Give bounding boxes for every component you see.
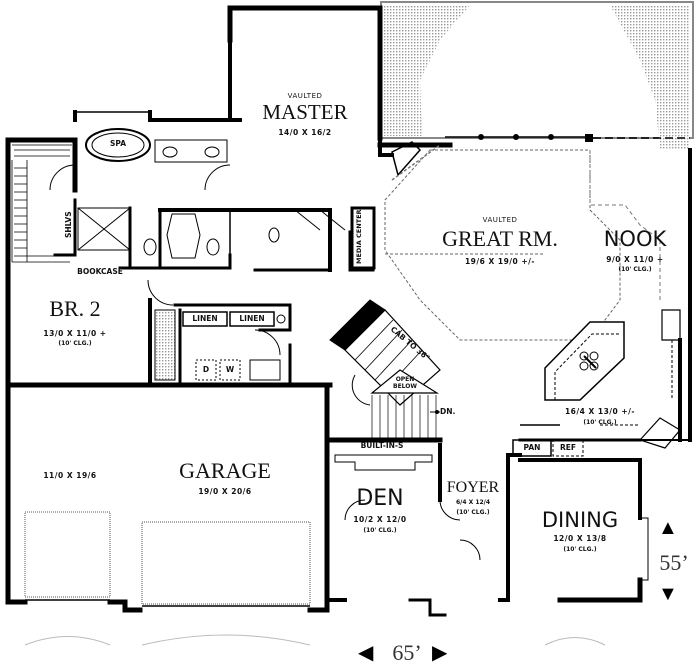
great-room-name: GREAT RM. [442, 226, 558, 251]
nook-name: NOOK [603, 227, 667, 251]
kitchen-ceiling: (10' CLG.) [583, 419, 617, 426]
den-built-ins [334, 454, 433, 471]
kitchen-counters [512, 309, 681, 457]
master-room-size: 14/0 X 16/2 [278, 128, 332, 137]
dining-size: 12/0 X 13/8 [553, 534, 607, 543]
shower [77, 207, 131, 251]
pantry-label: PAN [523, 443, 541, 452]
washer-label: W [225, 365, 235, 374]
built-ins-label: BUILT-IN-S [360, 441, 404, 450]
linen-label-2: LINEN [239, 314, 265, 323]
overall-depth: 55’ [659, 550, 689, 575]
nook-ceiling: (10' CLG.) [618, 266, 652, 273]
bedroom2-ceiling: (10' CLG.) [58, 340, 92, 347]
master-room-name: MASTER [262, 100, 348, 124]
width-right-arrow-icon: ▶ [432, 642, 448, 664]
bedroom2-size: 13/0 X 11/0 + [43, 329, 107, 338]
down-label: DN. [440, 407, 456, 416]
bedroom2-name: BR. 2 [49, 296, 101, 321]
dining-ceiling: (10' CLG.) [563, 546, 597, 553]
den-ceiling: (10' CLG.) [363, 527, 397, 534]
door-swings [49, 164, 481, 561]
covered-patio [380, 1, 694, 150]
staircase [329, 299, 441, 440]
bookcase-label: BOOKCASE [77, 267, 123, 276]
depth-up-arrow-icon: ▲ [658, 517, 678, 539]
foyer-ceiling: (10' CLG.) [456, 509, 490, 516]
kitchen-size: 16/4 X 13/0 +/- [564, 407, 636, 416]
great-room-vaulted-label: VAULTED [482, 216, 518, 224]
kitchen-island [544, 321, 625, 401]
master-vaulted-label: VAULTED [287, 92, 323, 100]
walls [5, 5, 692, 617]
walk-in-closet-shelving [11, 144, 72, 263]
width-left-arrow-icon: ◀ [358, 642, 374, 664]
media-center-label: MEDIA CENTER [355, 209, 363, 264]
garage-doors [24, 511, 311, 646]
shelves-label: SHLVS [64, 211, 73, 239]
foyer-name: FOYER [446, 479, 500, 496]
dryer-label: D [202, 365, 210, 374]
garage-name: GARAGE [179, 458, 271, 483]
den-name: DEN [356, 486, 404, 511]
linen-label-1: LINEN [192, 314, 218, 323]
fireplace [391, 141, 441, 181]
overall-width: 65’ [392, 640, 422, 665]
nook-bay [589, 150, 661, 300]
refrigerator-label: REF [559, 443, 577, 452]
linen-closets [154, 309, 286, 381]
media-center [350, 206, 376, 270]
dining-window [640, 517, 649, 581]
vanity-sinks [154, 139, 228, 163]
garage-bay-size: 11/0 X 19/6 [43, 471, 97, 480]
open-below-label: OPEN BELOW [393, 376, 417, 390]
foyer-size: 6/4 X 12/4 [455, 499, 491, 506]
nook-size: 9/0 X 11/0 + [606, 255, 664, 264]
depth-down-arrow-icon: ▼ [658, 583, 678, 605]
dining-name: DINING [541, 508, 619, 532]
window-posts [445, 134, 690, 142]
spa-label: SPA [109, 139, 126, 148]
toilets [143, 213, 280, 259]
den-size: 10/2 X 12/0 [353, 515, 407, 524]
spa-tub [85, 128, 151, 162]
great-room-size: 19/6 X 19/0 +/- [464, 257, 536, 266]
garage-size: 19/0 X 20/6 [198, 487, 252, 496]
